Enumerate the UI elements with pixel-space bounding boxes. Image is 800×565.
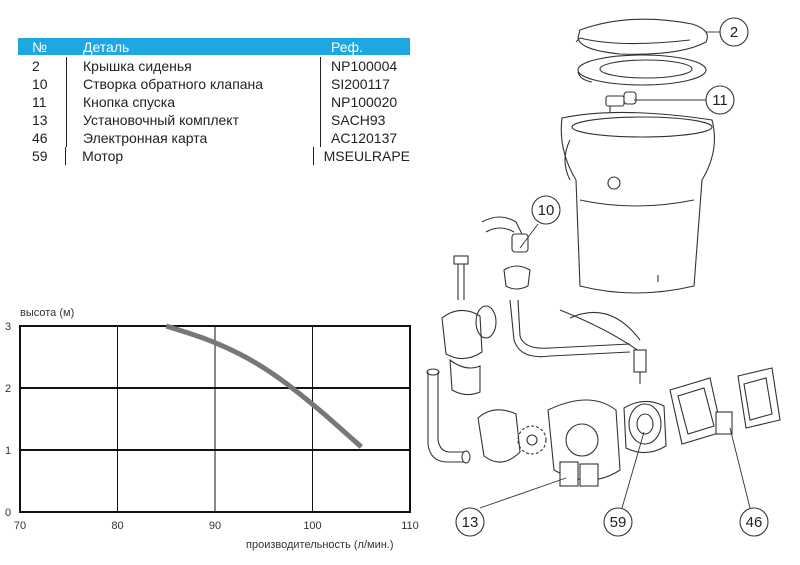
table-row: 10 Створка обратного клапана SI200117 [18, 75, 410, 93]
parts-table: № Деталь Реф. 2 Крышка сиденья NP100004 … [18, 38, 410, 165]
parts-table-header: № Деталь Реф. [18, 38, 410, 55]
row-ref: AC120137 [320, 129, 410, 147]
chart-y-ticks: 0 1 2 3 [5, 321, 11, 519]
callout-11: 11 [705, 85, 735, 115]
svg-text:2: 2 [730, 24, 738, 41]
chart-x-axis-label: производительность (л/мин.) [246, 539, 394, 551]
toilet-bowl-drawing [560, 111, 715, 294]
svg-text:11: 11 [712, 92, 728, 109]
chart-grid [20, 326, 410, 512]
table-row: 13 Установочный комплект SACH93 [18, 111, 410, 129]
header-name: Деталь [66, 38, 320, 55]
chart-x-tick-label: 110 [401, 520, 419, 532]
chart-series-line [165, 323, 363, 449]
row-num: 2 [32, 58, 40, 74]
pump-curve-svg: 70 80 90 100 110 0 1 2 3 высота (м) производите… [5, 307, 419, 551]
svg-text:10: 10 [538, 202, 555, 219]
row-ref: SI200117 [320, 75, 410, 93]
callout-10: 10 [531, 195, 561, 225]
table-row: 11 Кнопка спуска NP100020 [18, 93, 410, 111]
row-name: Электронная карта [66, 129, 320, 147]
chart-x-tick-label: 90 [209, 520, 221, 532]
row-name: Створка обратного клапана [66, 75, 320, 93]
row-ref: MSEULRAPE [312, 147, 410, 165]
check-valve-drawing [481, 216, 641, 358]
electronic-card-drawing [715, 367, 781, 435]
table-row: 46 Электронная карта AC120137 [18, 129, 410, 147]
table-row: 59 Мотор MSEULRAPE [18, 147, 410, 165]
pump-housing-drawing [477, 399, 621, 487]
chart-y-tick-label: 0 [5, 507, 11, 519]
callout-leaders [479, 31, 751, 509]
row-ref: NP100020 [320, 93, 410, 111]
chart-y-tick-label: 1 [5, 445, 11, 457]
header-num: № [32, 38, 48, 55]
chart-x-tick-label: 100 [303, 520, 321, 532]
cable-drawing [559, 309, 647, 384]
row-name: Мотор [65, 147, 313, 165]
chart-x-tick-label: 80 [111, 520, 123, 532]
svg-text:59: 59 [610, 514, 627, 531]
row-num: 11 [32, 94, 47, 110]
chart-y-tick-label: 3 [5, 321, 11, 333]
pump-curve-chart: 70 80 90 100 110 0 1 2 3 высота (м) производите… [0, 300, 430, 560]
flush-button-drawing [605, 91, 637, 118]
row-num: 59 [32, 148, 48, 164]
svg-text:13: 13 [462, 514, 479, 531]
row-num: 13 [32, 112, 48, 128]
row-ref: NP100004 [320, 57, 410, 75]
callout-13: 13 [455, 507, 485, 537]
svg-text:46: 46 [746, 514, 763, 531]
chart-y-tick-label: 2 [5, 383, 11, 395]
chart-plot-frame [19, 325, 411, 513]
callout-2: 2 [719, 17, 749, 47]
row-name: Крышка сиденья [66, 57, 320, 75]
callout-46: 46 [739, 507, 769, 537]
exploded-parts-diagram: 2 11 10 13 59 46 [420, 0, 800, 560]
row-ref: SACH93 [320, 111, 410, 129]
chart-x-tick-label: 70 [14, 520, 26, 532]
seat-ring-drawing [577, 54, 707, 86]
row-name: Установочный комплект [66, 111, 320, 129]
motor-drawing [623, 400, 667, 454]
callout-59: 59 [603, 507, 633, 537]
chart-x-ticks: 70 80 90 100 110 [14, 520, 419, 532]
drain-pipe-drawing [426, 368, 471, 464]
header-ref: Реф. [320, 38, 410, 55]
row-num: 46 [32, 130, 48, 146]
chart-y-axis-label: высота (м) [20, 307, 74, 319]
inlet-connector-drawing [441, 255, 497, 396]
seat-lid-drawing [575, 18, 708, 55]
row-num: 10 [32, 76, 48, 92]
row-name: Кнопка спуска [66, 93, 320, 111]
table-row: 2 Крышка сиденья NP100004 [18, 57, 410, 75]
